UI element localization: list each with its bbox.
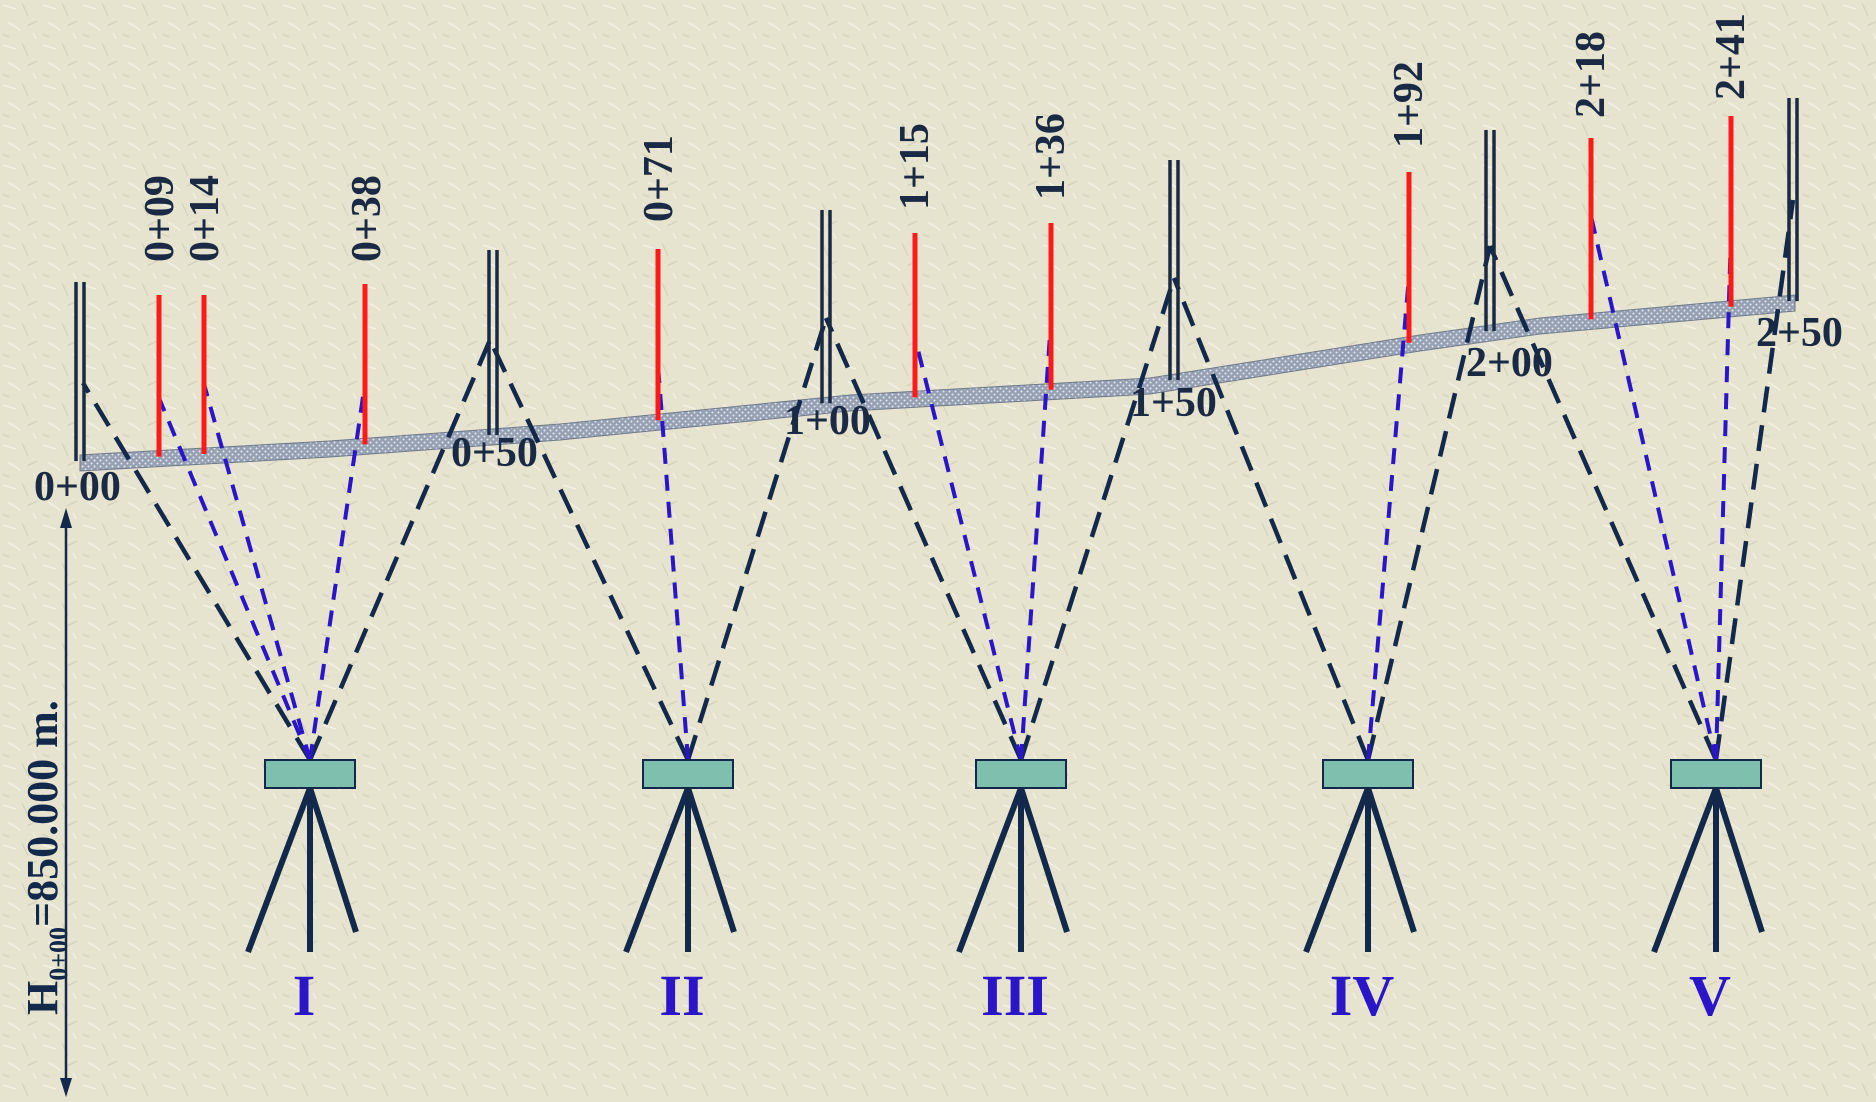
sight-line-main xyxy=(1713,199,1796,761)
sight-line-main xyxy=(81,381,312,762)
ground-profile xyxy=(79,294,1796,472)
sight-line-main xyxy=(1365,245,1493,761)
tripod-leg xyxy=(685,787,737,933)
picket-label: 0+38 xyxy=(344,175,390,262)
tripod-leg xyxy=(956,786,1024,954)
station-label: 2+00 xyxy=(1466,340,1553,386)
station-label: 0+00 xyxy=(34,464,121,510)
instrument-station-label: II xyxy=(659,963,704,1028)
elevation-subscript: 0+00 xyxy=(44,927,73,981)
level-instrument xyxy=(975,759,1067,789)
tripod-leg xyxy=(1018,787,1070,933)
tripod-leg xyxy=(1303,786,1371,954)
sight-line-intermediate xyxy=(202,383,312,761)
picket-label: 0+14 xyxy=(182,175,228,262)
picket-label: 2+41 xyxy=(1708,13,1754,100)
level-instrument xyxy=(642,759,734,789)
tripod-leg xyxy=(307,787,359,933)
level-instrument xyxy=(264,759,356,789)
instrument-station-label: V xyxy=(1689,963,1731,1028)
tripod-leg xyxy=(245,786,313,954)
sight-line-intermediate xyxy=(157,397,312,761)
picket-label: 1+36 xyxy=(1028,113,1074,200)
sight-line-intermediate xyxy=(1019,319,1053,761)
sight-line-main xyxy=(1171,277,1371,761)
tripod-leg xyxy=(1365,787,1417,933)
sight-line-intermediate xyxy=(308,382,367,761)
sight-line-main xyxy=(823,317,1024,761)
sight-line-intermediate xyxy=(656,364,690,761)
tripod-leg xyxy=(1713,787,1765,933)
sight-line-intermediate xyxy=(1714,229,1733,761)
tripod-leg xyxy=(1651,786,1719,954)
station-label: 1+50 xyxy=(1130,380,1217,426)
sight-line-main xyxy=(1018,277,1177,761)
picket-label: 2+18 xyxy=(1568,31,1614,118)
picket-label: 1+15 xyxy=(892,123,938,210)
sight-line-main xyxy=(1487,245,1719,761)
tripod-leg xyxy=(623,786,691,954)
elevation-symbol: H xyxy=(18,981,67,1015)
picket-label: 1+92 xyxy=(1386,61,1432,148)
instrument-station-label: III xyxy=(981,963,1049,1028)
elevation-axis xyxy=(60,508,72,1097)
station-label: 0+50 xyxy=(451,430,538,476)
elevation-value: =850.000 m. xyxy=(18,700,67,927)
level-instrument xyxy=(1322,759,1414,789)
station-label: 2+50 xyxy=(1756,310,1843,356)
sight-line-intermediate xyxy=(913,337,1023,761)
instrument-station-label: I xyxy=(293,963,316,1028)
elevation-label: H0+00=850.000 m. xyxy=(18,700,73,1015)
picket-label: 0+09 xyxy=(137,175,183,262)
station-label: 1+00 xyxy=(784,398,871,444)
sight-line-intermediate xyxy=(1589,215,1718,761)
picket-label: 0+71 xyxy=(636,135,682,222)
instrument-station-label: IV xyxy=(1330,963,1395,1028)
level-instrument xyxy=(1670,759,1762,789)
